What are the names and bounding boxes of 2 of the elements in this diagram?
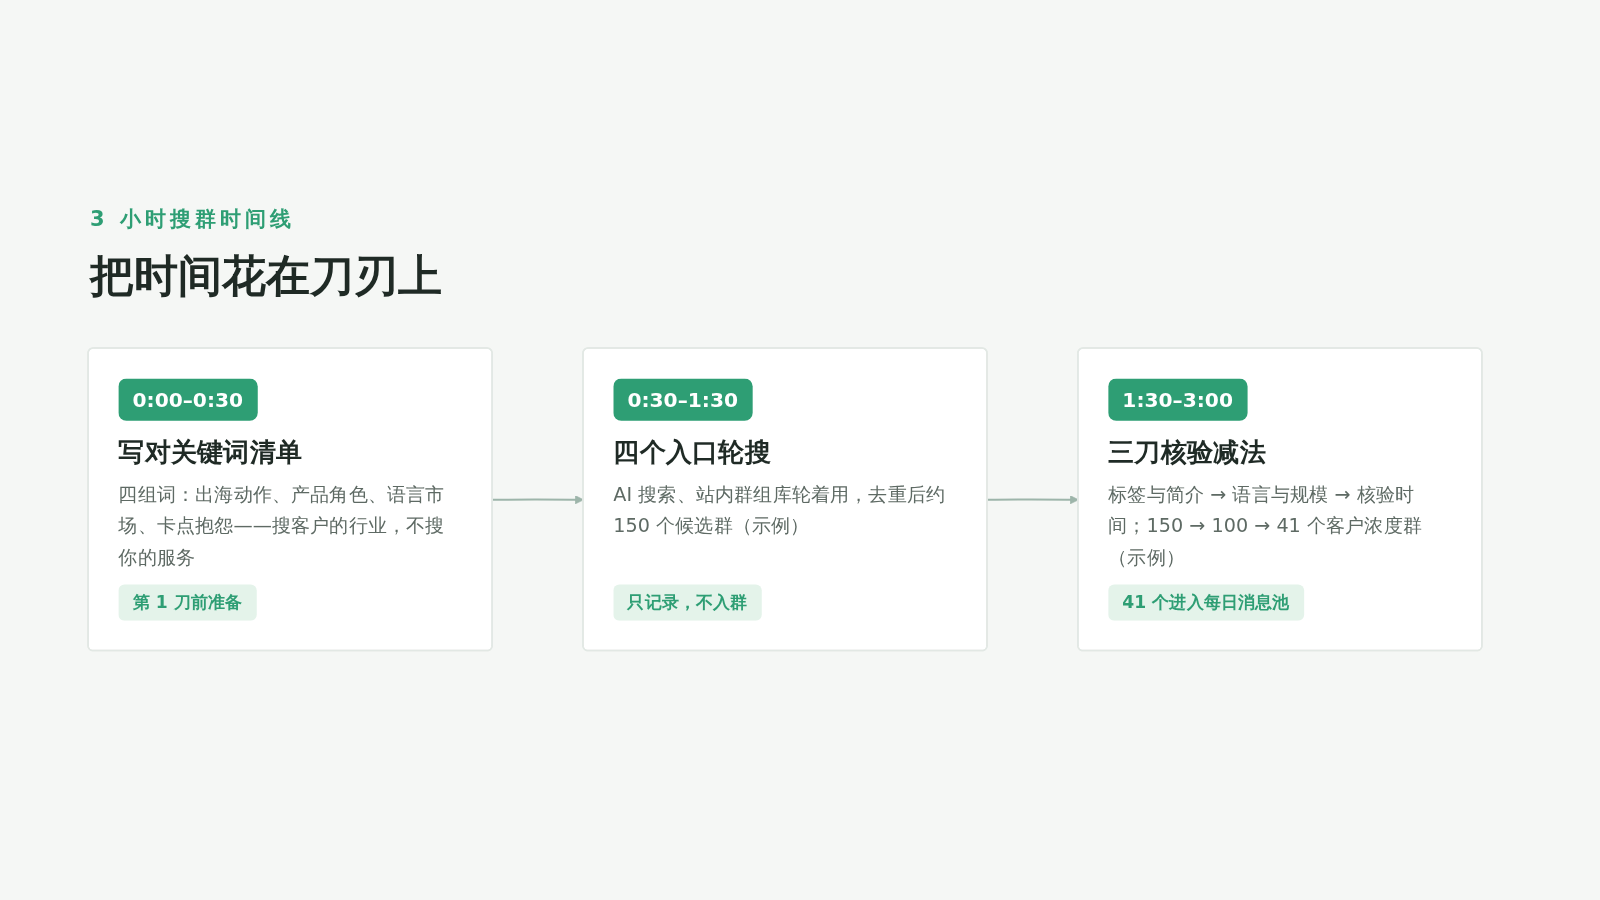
section-kicker: 3 小时搜群时间线 [90, 206, 295, 233]
page-title: 把时间花在刀刃上 [90, 249, 442, 303]
